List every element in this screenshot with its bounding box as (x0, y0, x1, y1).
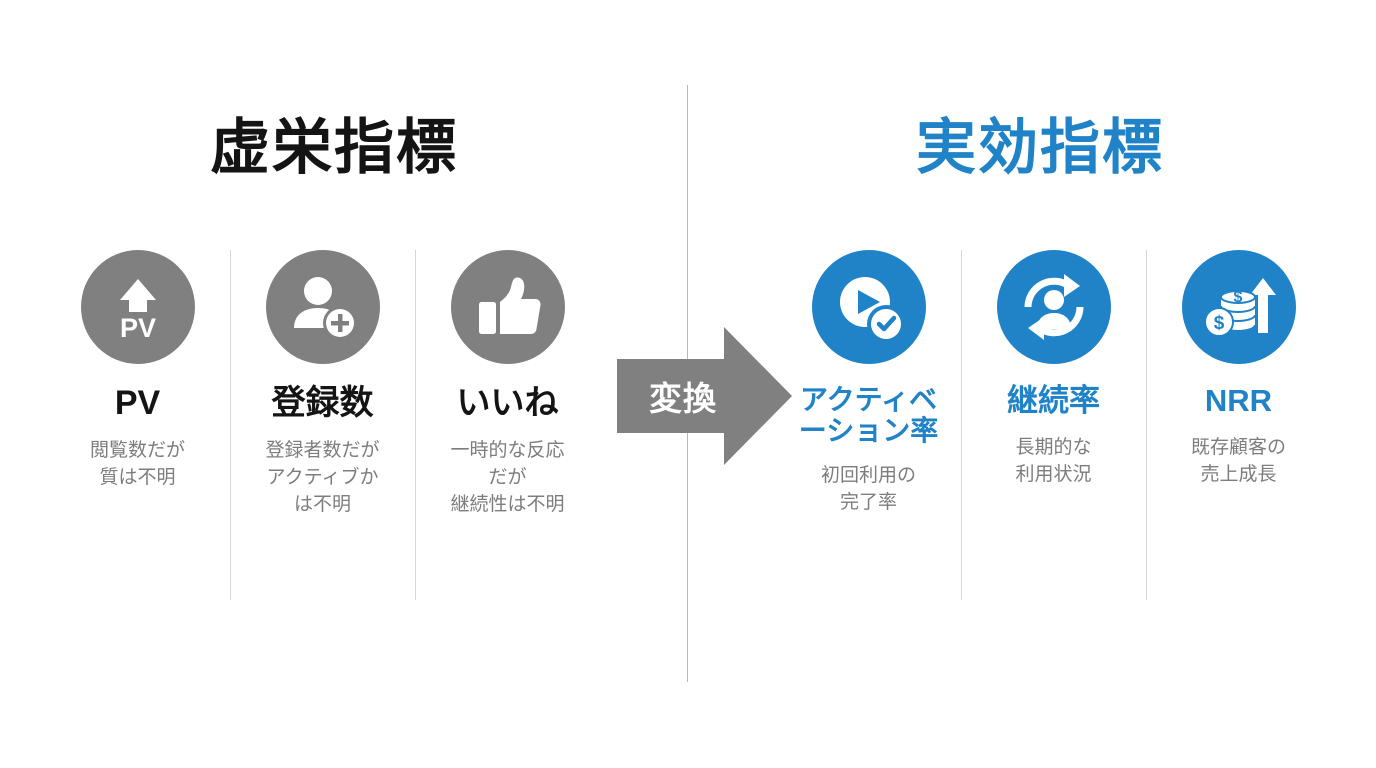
page-title-actionable: 実効指標 (916, 114, 1164, 181)
metric-label: アクティベ ーション率 (798, 384, 939, 447)
svg-text:$: $ (1213, 313, 1224, 334)
vanity-metric-group: PV PV 閲覧数だが 質は不明 登録数 登録者数だが アクティブか は不明 (45, 250, 600, 600)
metric-caption: 初回利用の 完了率 (820, 464, 916, 513)
page-title-vanity: 虚栄指標 (210, 114, 458, 181)
metric-caption: 一時的な反応 だが 継続性は不明 (450, 440, 565, 516)
metric-caption: 登録者数だが アクティブか は不明 (265, 440, 380, 516)
metric-label: 登録数 (271, 384, 374, 422)
metric-label: NRR (1204, 383, 1273, 418)
transform-arrow: 変換 (617, 327, 792, 465)
metric-caption: 長期的な 利用状況 (1015, 436, 1092, 485)
metric-caption: 閲覧数だが 質は不明 (89, 440, 185, 489)
pv-arrow-icon: PV (80, 250, 195, 364)
coins-growth-icon: $ $ (1181, 250, 1296, 364)
play-check-icon (811, 250, 926, 364)
metric-card-likes: いいね 一時的な反応 だが 継続性は不明 (415, 250, 600, 600)
transform-arrow-label: 変換 (649, 380, 717, 417)
metric-label: 継続率 (1007, 383, 1100, 418)
user-add-icon (265, 250, 380, 364)
actionable-metric-group: アクティベ ーション率 初回利用の 完了率 継続率 長期的な 利用状況 (776, 250, 1331, 600)
metric-card-retention: 継続率 長期的な 利用状況 (961, 250, 1146, 600)
metric-card-nrr: $ $ NRR 既存顧客の 売上成長 (1146, 250, 1331, 600)
thumbs-up-icon (450, 250, 565, 364)
metric-caption: 既存顧客の 売上成長 (1190, 436, 1286, 485)
metric-card-activation: アクティベ ーション率 初回利用の 完了率 (776, 250, 961, 517)
svg-text:$: $ (1233, 289, 1242, 306)
metric-card-signups: 登録数 登録者数だが アクティブか は不明 (230, 250, 415, 600)
user-refresh-icon (996, 250, 1111, 364)
metric-card-pv: PV PV 閲覧数だが 質は不明 (45, 250, 230, 519)
svg-text:PV: PV (119, 313, 155, 343)
metric-label: いいね (456, 384, 559, 422)
metric-label: PV (114, 384, 161, 422)
